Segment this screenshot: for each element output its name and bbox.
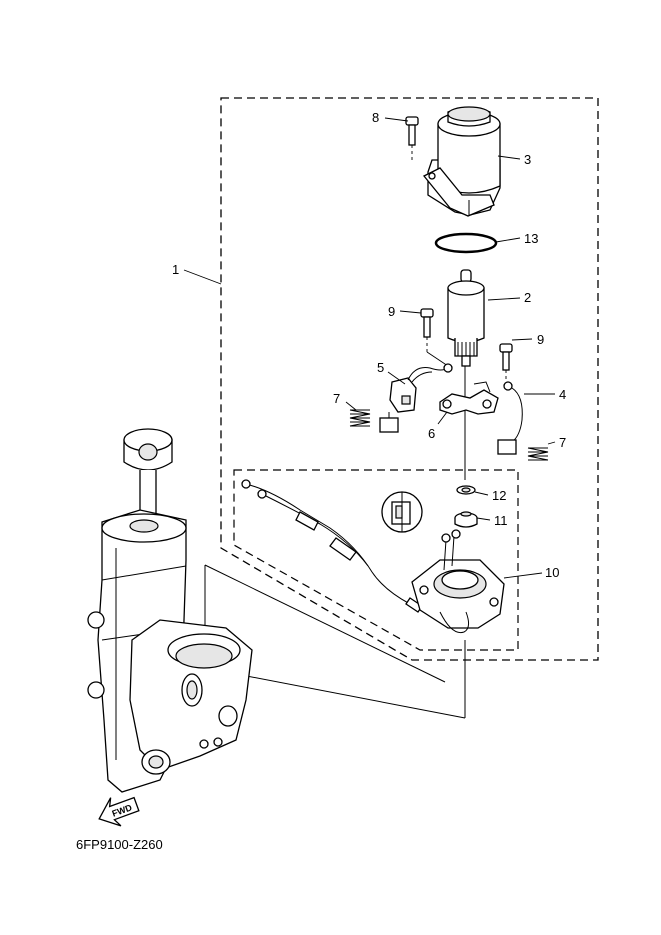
bolt-9-left [420, 308, 449, 367]
callout-8: 8 [372, 110, 379, 125]
sensor-harness [241, 479, 423, 613]
callout-3: 3 [524, 152, 531, 167]
armature [447, 269, 485, 367]
oil-seal [454, 511, 478, 528]
sensor-plate [411, 529, 505, 634]
callout-9-left: 9 [388, 304, 395, 319]
motor-housing [422, 106, 501, 217]
callout-7-right: 7 [559, 435, 566, 450]
brush-assy-left [379, 363, 453, 433]
spring-right [527, 447, 549, 461]
assembly-boundary-inner [233, 469, 519, 651]
callout-1: 1 [172, 262, 179, 277]
leader-lines [183, 117, 556, 579]
tilt-cylinder [87, 428, 253, 793]
callout-6: 6 [428, 426, 435, 441]
spring-left [349, 409, 371, 427]
callout-5: 5 [377, 360, 384, 375]
callout-7-left: 7 [333, 391, 340, 406]
washer [456, 485, 476, 495]
brush-plate [439, 381, 499, 415]
callout-11: 11 [494, 513, 508, 528]
seal-detail-inset [381, 491, 423, 533]
bolt-9-right [499, 343, 513, 382]
callout-9-right: 9 [537, 332, 544, 347]
callout-12: 12 [492, 488, 506, 503]
drawing-code: 6FP9100-Z260 [76, 837, 163, 852]
o-ring [434, 232, 498, 254]
callout-13: 13 [524, 231, 538, 246]
bolt-8 [405, 116, 419, 160]
callout-10: 10 [545, 565, 559, 580]
callout-2: 2 [524, 290, 531, 305]
assembly-boundary-outer [220, 97, 599, 661]
brush-assy-right [497, 381, 523, 455]
forward-arrow: FWD [98, 796, 140, 827]
callout-4: 4 [559, 387, 566, 402]
